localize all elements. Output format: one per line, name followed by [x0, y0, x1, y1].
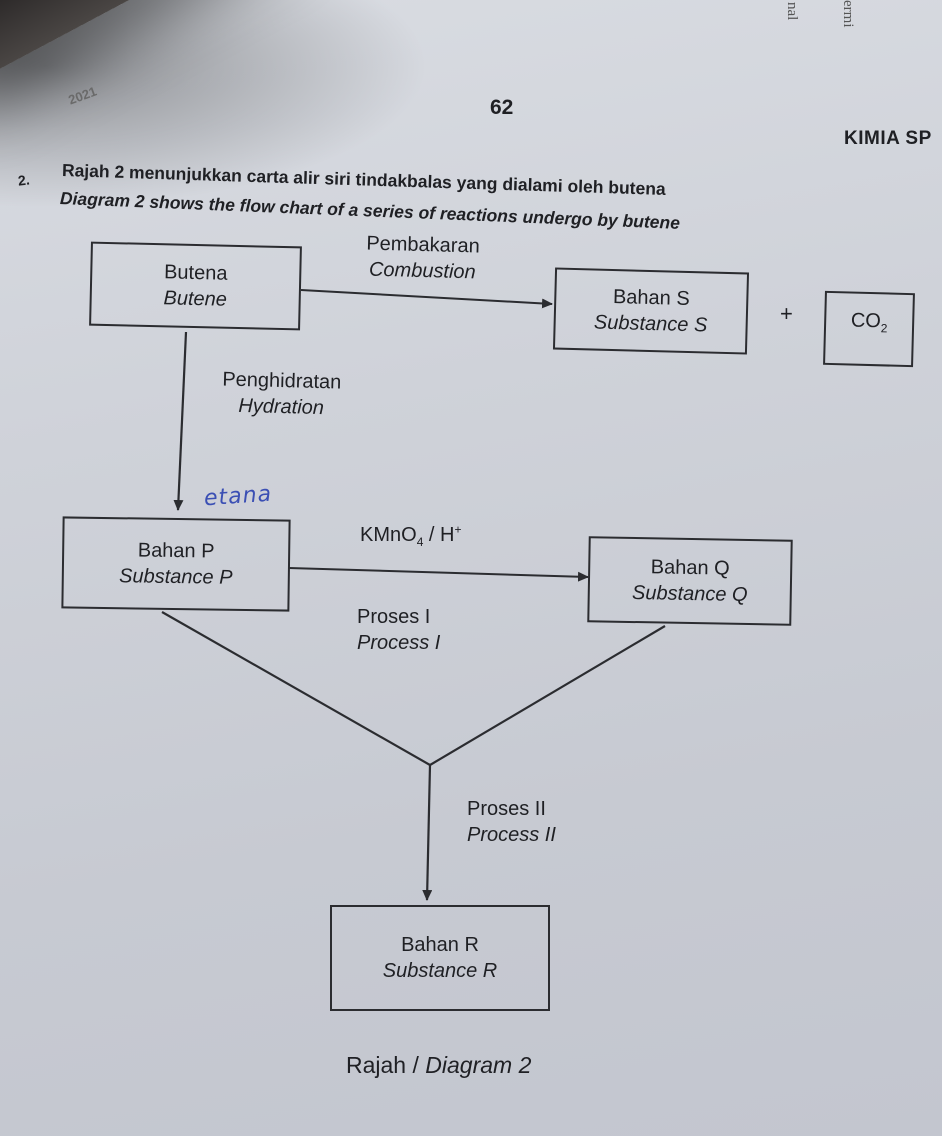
node-butene: Butena Butene: [89, 241, 302, 331]
node-substance-r: Bahan R Substance R: [330, 905, 550, 1011]
node-co2: CO2: [823, 290, 915, 368]
process-1-label: Proses I Process I: [357, 606, 441, 654]
node-substance-q: Bahan Q Substance Q: [587, 536, 793, 626]
process-1-right-line: [429, 625, 666, 766]
butene-ms: Butena: [163, 261, 228, 285]
process-2-arrow: [422, 764, 433, 901]
subject-label: KIMIA SP: [844, 128, 932, 149]
combustion-label: Pembakaran Combustion: [366, 232, 481, 284]
handwritten-note: etana: [203, 481, 273, 512]
plus-sign: +: [780, 301, 793, 326]
process-2-label: Proses II Process II: [467, 798, 556, 846]
oxidation-reagent-label: KMnO4 / H+: [360, 522, 462, 549]
oxidation-arrow: [288, 567, 589, 582]
combustion-arrow: [300, 289, 553, 309]
page-number: 62: [490, 96, 514, 119]
process-1-left-line: [161, 611, 431, 766]
node-substance-s: Bahan S Substance S: [552, 267, 750, 355]
hydration-arrow: [173, 331, 188, 511]
node-substance-p: Bahan P Substance P: [61, 516, 291, 612]
diagram-caption: Rajah / Diagram 2: [346, 1052, 532, 1078]
butene-en: Butene: [163, 287, 228, 311]
hydration-label: Penghidratan Hydration: [222, 368, 342, 420]
